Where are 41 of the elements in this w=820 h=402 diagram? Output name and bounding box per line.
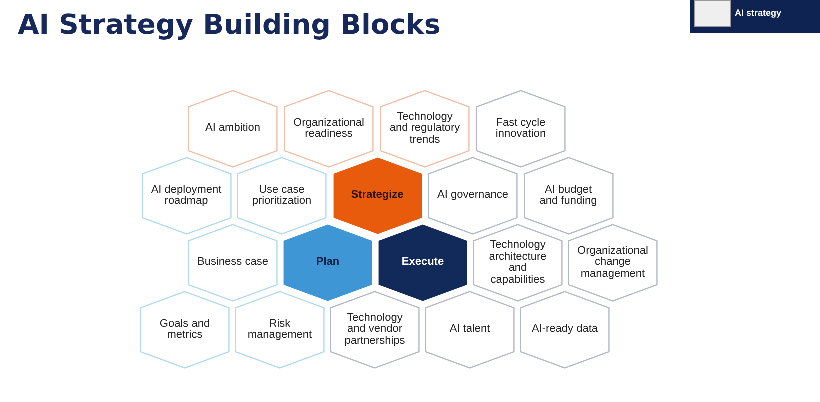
hexagon-block <box>378 224 468 302</box>
hexagon-block <box>380 90 470 168</box>
hexagon-block <box>283 224 373 302</box>
block-label: AI talent <box>450 324 490 336</box>
hexagon-block <box>520 291 610 369</box>
hexagon-block <box>140 291 230 369</box>
hexagon-block <box>425 291 515 369</box>
block-label: AI deployment roadmap <box>150 184 223 208</box>
hexagon-block <box>473 224 563 302</box>
block-label: Execute <box>402 257 444 269</box>
hexagon-block <box>188 224 278 302</box>
hexagon-block <box>188 90 278 168</box>
block-label: Plan <box>316 257 340 269</box>
block-label: AI-ready data <box>532 324 598 336</box>
hexagon-block <box>142 157 232 235</box>
header-tab <box>690 0 820 33</box>
hexagon-block <box>284 90 374 168</box>
block-label: AI budget and funding <box>538 184 598 208</box>
block-label: AI ambition <box>205 123 261 135</box>
block-label: Technology architecture and capabilities <box>488 240 548 286</box>
block-label: Risk management <box>246 318 314 342</box>
hexagon-block <box>476 90 566 168</box>
block-label: Strategize <box>351 190 404 202</box>
block-label: Technology and regulatory trends <box>388 112 462 146</box>
hexagon-block <box>428 157 518 235</box>
hexagon-block <box>568 224 658 302</box>
hexagon-block <box>524 157 614 235</box>
block-label: Organizational readiness <box>292 118 366 140</box>
tab-label: AI strategy <box>735 8 782 19</box>
block-label: AI governance <box>438 190 508 202</box>
block-label: Use case prioritization <box>251 184 313 208</box>
block-label: Business case <box>198 257 268 269</box>
block-label: Goals and metrics <box>158 318 212 342</box>
diagram-title: AI Strategy Building Blocks <box>18 9 441 41</box>
block-label: Technology and vendor partnerships <box>344 312 406 348</box>
hexagon-block <box>235 291 325 369</box>
hexagon-block <box>330 291 420 369</box>
block-label: Fast cycle innovation <box>494 118 548 140</box>
hexagon-block <box>332 157 422 235</box>
block-label: Organizational change management <box>576 246 650 280</box>
hexagon-block <box>237 157 327 235</box>
